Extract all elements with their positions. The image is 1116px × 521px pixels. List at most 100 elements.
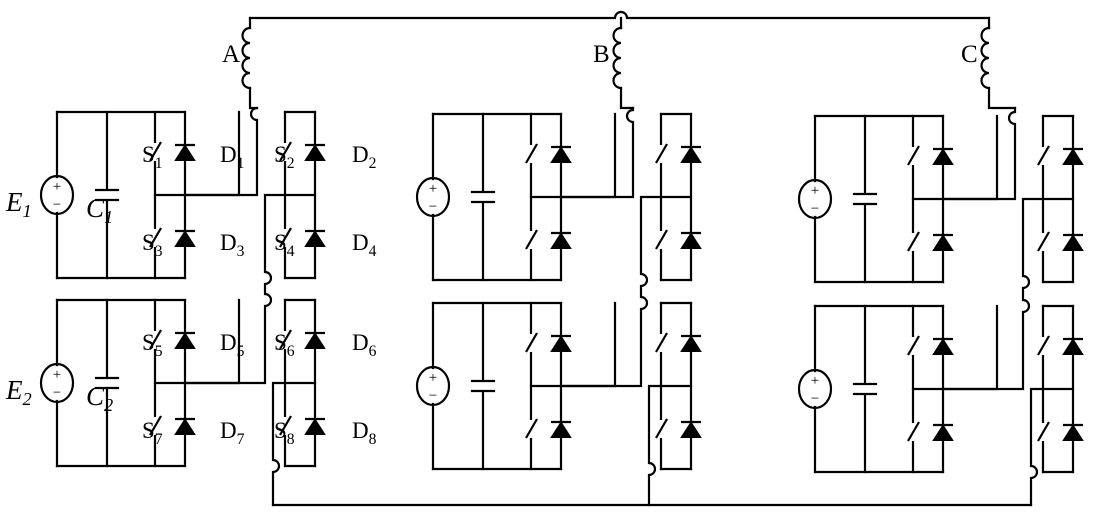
inductor-icon bbox=[980, 26, 991, 90]
diode-icon bbox=[1062, 148, 1084, 165]
diode-icon bbox=[174, 230, 196, 247]
switch-label: S1 bbox=[142, 142, 163, 172]
inductor-icon bbox=[241, 26, 252, 90]
output-wire-left bbox=[941, 304, 999, 391]
diode-icon bbox=[680, 335, 702, 352]
phase-label: C bbox=[961, 41, 978, 68]
diode-icon bbox=[550, 146, 572, 163]
dc-source-icon bbox=[797, 368, 833, 410]
plus-sign: + bbox=[429, 370, 437, 386]
neutral-wire bbox=[271, 381, 287, 507]
switch-label: S7 bbox=[142, 418, 163, 448]
diode-icon bbox=[680, 146, 702, 163]
output-wire-left bbox=[559, 112, 617, 199]
diode-icon bbox=[174, 418, 196, 435]
switch-icon bbox=[1037, 145, 1050, 166]
phase-output-wire bbox=[559, 106, 635, 199]
dc-source-icon bbox=[39, 362, 75, 404]
hbridge-module: +− bbox=[797, 114, 1084, 284]
phase-output-wire bbox=[941, 106, 1017, 201]
switch-icon bbox=[1037, 335, 1050, 356]
switch-icon bbox=[907, 335, 920, 356]
diode-label: D8 bbox=[352, 418, 377, 448]
switch-icon bbox=[525, 229, 538, 250]
switch-label: S3 bbox=[142, 230, 163, 260]
dc-source-icon bbox=[415, 365, 451, 407]
neutral-wire bbox=[1029, 387, 1045, 507]
plus-sign: + bbox=[429, 181, 437, 197]
minus-sign: − bbox=[53, 385, 61, 401]
neutral-wire bbox=[647, 384, 663, 507]
switch-icon bbox=[279, 415, 292, 436]
switch-label: S8 bbox=[274, 418, 295, 448]
cascade-link-wire bbox=[559, 195, 663, 388]
diode-icon bbox=[1062, 234, 1084, 251]
plus-sign: + bbox=[811, 183, 819, 199]
phase-label: A bbox=[222, 41, 240, 68]
dc-source-icon bbox=[797, 178, 833, 220]
inductor-bottom-lead bbox=[619, 86, 635, 110]
switch-label: S4 bbox=[274, 230, 295, 260]
switch-icon bbox=[149, 227, 162, 248]
minus-sign: − bbox=[429, 199, 437, 215]
switch-icon bbox=[525, 143, 538, 164]
switch-icon bbox=[907, 145, 920, 166]
source-label: E1 bbox=[5, 187, 32, 221]
inductor-bottom-lead bbox=[987, 86, 1017, 110]
diode-icon bbox=[174, 144, 196, 161]
switch-icon bbox=[279, 227, 292, 248]
hbridge-module: +− bbox=[797, 304, 1084, 474]
hbridge-module: +− bbox=[415, 301, 702, 471]
switch-icon bbox=[279, 141, 292, 162]
diode-icon bbox=[550, 421, 572, 438]
hbridge-module: +− bbox=[39, 110, 326, 280]
phase-wiring bbox=[183, 10, 1045, 507]
switch-icon bbox=[1037, 231, 1050, 252]
switch-icon bbox=[655, 332, 668, 353]
diode-icon bbox=[304, 144, 326, 161]
minus-sign: − bbox=[811, 201, 819, 217]
diode-label: D3 bbox=[220, 230, 245, 260]
dc-source-icon bbox=[39, 174, 75, 216]
switch-label: S2 bbox=[274, 142, 295, 172]
hbridge-module: +− bbox=[415, 112, 702, 282]
diode-label: D6 bbox=[352, 330, 377, 360]
diode-icon bbox=[1062, 338, 1084, 355]
switch-icon bbox=[655, 418, 668, 439]
diode-icon bbox=[680, 421, 702, 438]
switch-icon bbox=[907, 421, 920, 442]
diode-label: D4 bbox=[352, 230, 377, 260]
output-wire-left bbox=[183, 110, 241, 197]
switch-icon bbox=[279, 329, 292, 350]
diode-icon bbox=[304, 332, 326, 349]
switch-icon bbox=[907, 231, 920, 252]
dc-source-icon bbox=[415, 176, 451, 218]
diode-icon bbox=[932, 148, 954, 165]
plus-sign: + bbox=[53, 179, 61, 195]
switch-icon bbox=[525, 418, 538, 439]
capacitor-label: C2 bbox=[86, 381, 113, 415]
switch-label: S6 bbox=[274, 330, 295, 360]
switch-icon bbox=[149, 141, 162, 162]
switch-label: S5 bbox=[142, 330, 163, 360]
hbridge-module: +− bbox=[39, 298, 326, 468]
diode-icon bbox=[932, 234, 954, 251]
diode-icon bbox=[550, 335, 572, 352]
output-wire-left bbox=[183, 298, 241, 385]
switch-icon bbox=[149, 415, 162, 436]
plus-sign: + bbox=[811, 373, 819, 389]
phase-label: B bbox=[593, 41, 610, 68]
diode-icon bbox=[680, 232, 702, 249]
inductor-bottom-lead bbox=[248, 86, 259, 110]
diode-icon bbox=[174, 332, 196, 349]
diode-icon bbox=[304, 418, 326, 435]
minus-sign: − bbox=[53, 197, 61, 213]
source-label: E2 bbox=[5, 375, 32, 409]
top-star-bus bbox=[248, 10, 991, 20]
hbridge-modules: +−+−+−+−+−+− bbox=[39, 110, 1084, 474]
diode-icon bbox=[932, 338, 954, 355]
inductor-icon bbox=[612, 26, 623, 90]
diode-label: D7 bbox=[220, 418, 245, 448]
